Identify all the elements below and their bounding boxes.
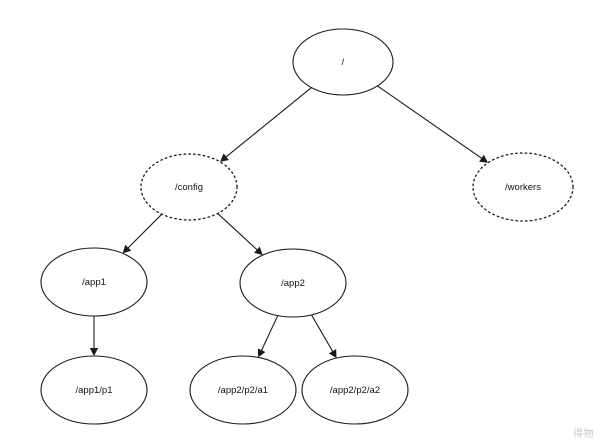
- node-app1p1[interactable]: /app1/p1: [40, 355, 148, 425]
- node-layer: / /config/workers/app1/app2/app1/p1/app2/…: [40, 28, 574, 425]
- edge-line: [217, 213, 259, 252]
- node-shape-solid[interactable]: [301, 355, 409, 425]
- edge-config-app1: [122, 213, 163, 254]
- edge-app1-app1p1: [89, 316, 99, 356]
- edge-line: [224, 87, 312, 159]
- node-shape-solid[interactable]: [189, 355, 297, 425]
- edge-config-app2: [217, 213, 263, 256]
- node-config[interactable]: /config: [140, 153, 238, 221]
- arrow-head-icon: [254, 246, 263, 256]
- edge-line: [310, 314, 334, 353]
- edge-line: [377, 85, 483, 160]
- node-root[interactable]: /: [292, 28, 394, 96]
- node-app2a2[interactable]: /app2/p2/a2: [301, 355, 409, 425]
- node-app2[interactable]: /app2: [239, 248, 347, 318]
- arrow-head-icon: [220, 153, 229, 162]
- arrow-head-icon: [328, 349, 337, 359]
- node-app1[interactable]: /app1: [40, 247, 148, 317]
- node-shape-dotted[interactable]: [140, 153, 238, 221]
- edge-root-config: [220, 87, 312, 162]
- node-shape-solid[interactable]: [40, 355, 148, 425]
- arrow-head-icon: [479, 154, 489, 163]
- edge-app2-app2a1: [257, 315, 279, 358]
- node-workers[interactable]: /workers: [472, 152, 574, 222]
- node-shape-dotted[interactable]: [472, 152, 574, 222]
- arrow-head-icon: [122, 244, 132, 254]
- edge-line: [260, 315, 279, 352]
- node-shape-solid[interactable]: [239, 248, 347, 318]
- node-shape-solid[interactable]: [40, 247, 148, 317]
- watermark: 得物: [573, 429, 594, 440]
- edge-root-workers: [377, 85, 489, 163]
- arrow-head-icon: [89, 348, 99, 356]
- arrow-head-icon: [257, 348, 266, 358]
- node-app2a1[interactable]: /app2/p2/a1: [189, 355, 297, 425]
- edge-app2-app2a2: [310, 314, 337, 359]
- edge-layer: [89, 85, 489, 359]
- node-shape-solid[interactable]: [292, 28, 394, 96]
- edge-line: [126, 213, 163, 250]
